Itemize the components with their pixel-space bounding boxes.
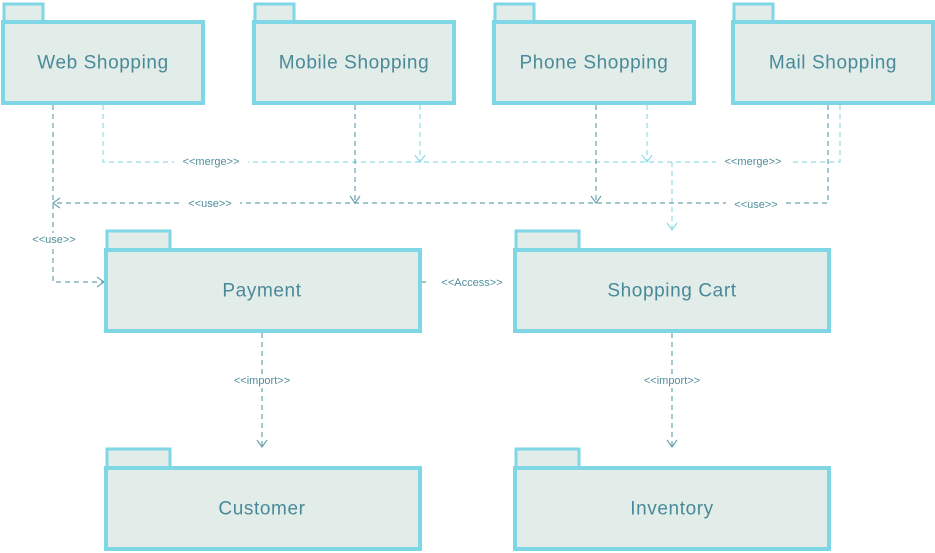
package-body [104,466,422,551]
package-label-inventory: Inventory [630,499,714,520]
use-label-top-left: <<use>> [188,198,231,210]
merge-arrowhead-mobile [414,154,426,164]
merge-edge-web [102,105,421,163]
package-body [252,20,456,105]
package-tab [105,447,172,470]
package-mail-shopping[interactable]: Mail Shopping [731,2,935,105]
package-phone-shopping[interactable]: Phone Shopping [492,2,696,105]
access-label: <<Access>> [441,277,502,289]
package-mobile-shopping[interactable]: Mobile Shopping [252,2,456,105]
package-body [104,248,422,333]
package-tab [514,229,581,252]
use-label-top-right: <<use>> [734,199,777,211]
import-arrowhead-payment [256,439,268,449]
merge-edge-mail [420,105,841,163]
merge-arrowhead-phone [641,154,653,164]
merge-arrowhead-cart [666,222,678,232]
package-customer[interactable]: Customer [104,447,422,551]
package-tab [2,2,45,24]
import-arrowhead-cart [666,439,678,449]
package-payment[interactable]: Payment [104,229,422,333]
use-edge-mail [53,105,829,204]
package-label-shopping-cart: Shopping Cart [607,281,736,302]
package-web-shopping[interactable]: Web Shopping [1,2,205,105]
use-label-side: <<use>> [32,234,75,246]
import-label-payment: <<import>> [234,375,290,387]
package-shopping-cart[interactable]: Shopping Cart [513,229,831,333]
package-label-phone-shopping: Phone Shopping [520,53,669,74]
merge-label-right: <<merge>> [725,156,782,168]
package-label-web-shopping: Web Shopping [37,53,169,74]
package-tab [105,229,172,252]
package-body [1,20,205,105]
package-tab [253,2,296,24]
package-tab [732,2,775,24]
package-label-payment: Payment [222,281,301,302]
package-inventory[interactable]: Inventory [513,447,831,551]
edge-labels: <<merge>> <<merge>> <<use>> <<use>> <<us… [24,155,790,388]
package-tab [514,447,581,470]
use-arrowhead-phone [590,195,602,205]
import-label-cart: <<import>> [644,375,700,387]
package-label-mail-shopping: Mail Shopping [769,53,897,74]
package-tab [493,2,536,24]
use-edge-web [52,105,104,283]
merge-edges [102,105,841,232]
use-arrowhead-left [51,197,61,209]
use-arrowhead-mobile [349,195,361,205]
package-body [513,466,831,551]
package-body [492,20,696,105]
merge-label-left: <<merge>> [183,156,240,168]
package-body [513,248,831,333]
package-label-customer: Customer [218,499,305,520]
package-body [731,20,935,105]
import-edges [256,333,678,449]
package-label-mobile-shopping: Mobile Shopping [279,53,430,74]
